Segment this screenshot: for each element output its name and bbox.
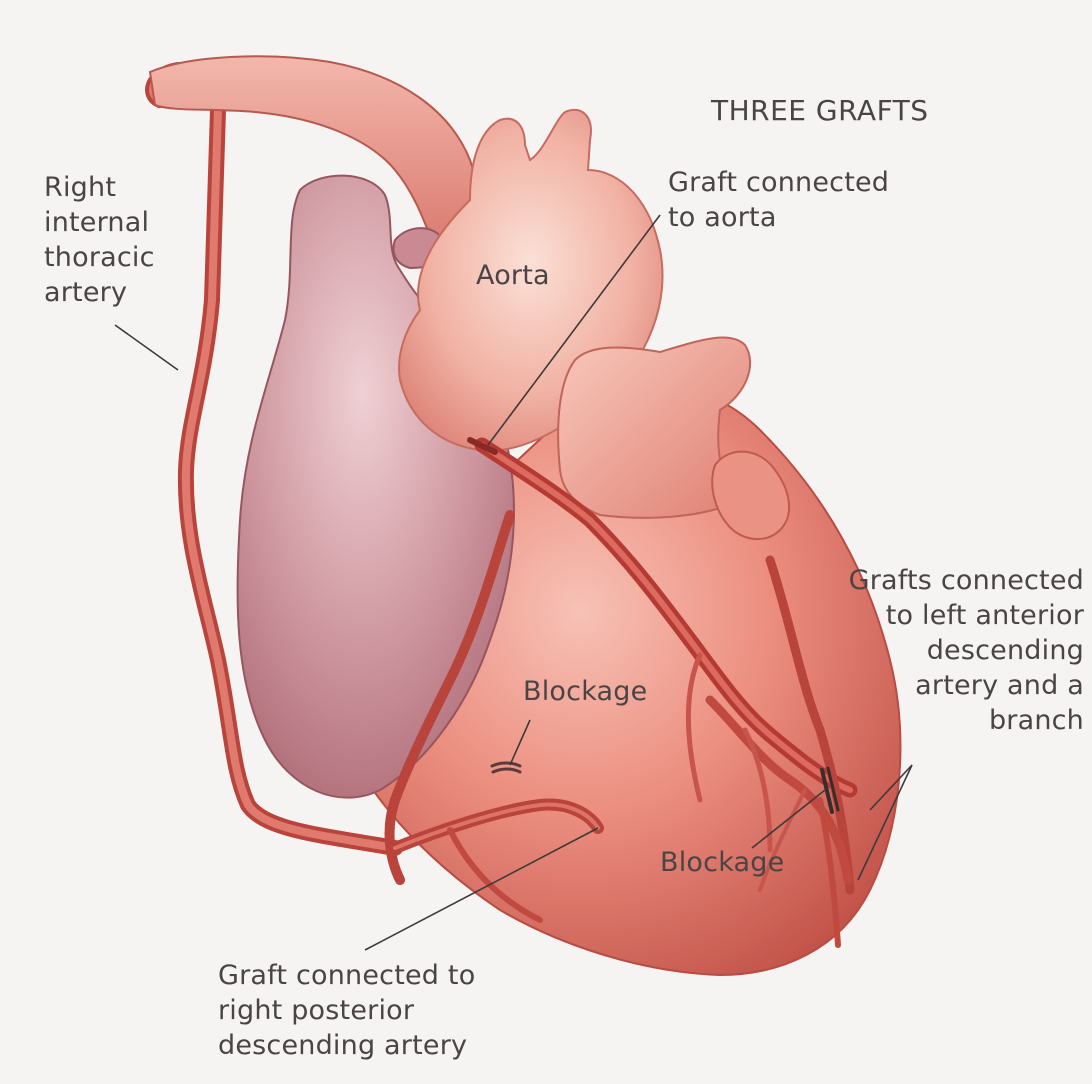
label-blockage-lower: Blockage xyxy=(660,845,784,880)
label-grafts-connected-to-lad: Grafts connected to left anterior descen… xyxy=(826,563,1084,738)
label-aorta: Aorta xyxy=(476,258,550,293)
label-graft-connected-to-rpda: Graft connected to right posterior desce… xyxy=(218,958,475,1063)
diagram-title: THREE GRAFTS xyxy=(711,93,929,128)
label-graft-connected-to-aorta: Graft connected to aorta xyxy=(668,165,889,235)
label-blockage-upper: Blockage xyxy=(523,674,647,709)
label-right-internal-thoracic-artery: Right internal thoracic artery xyxy=(44,170,155,310)
